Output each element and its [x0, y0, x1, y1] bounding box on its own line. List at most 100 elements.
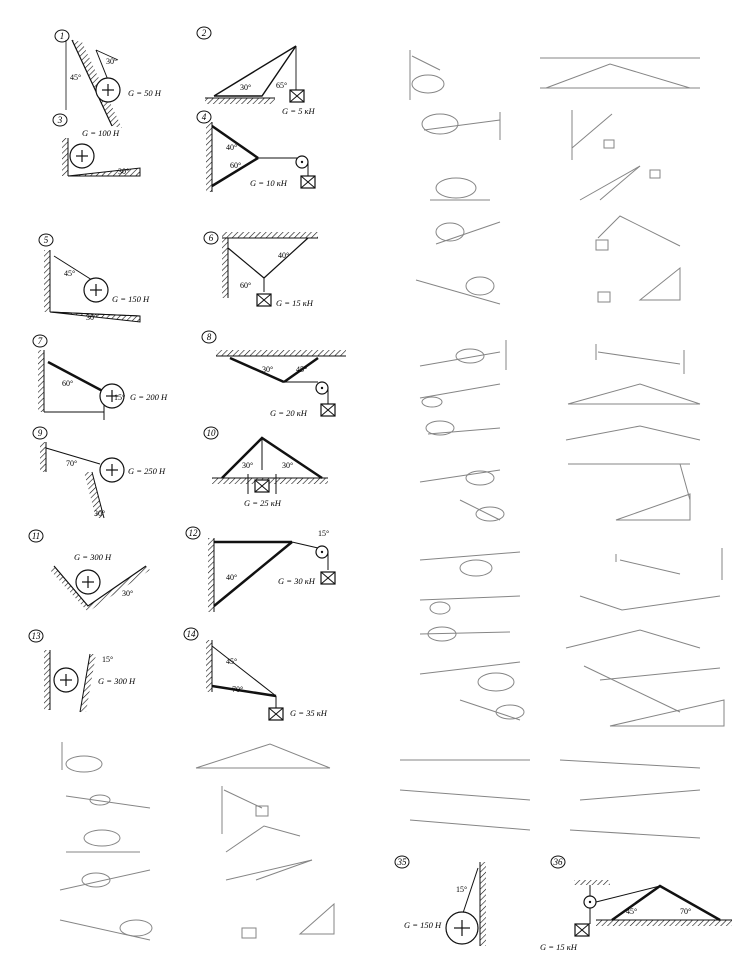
- svg-text:15°: 15°: [102, 655, 113, 664]
- problem-9: 9 70° 30° G = 250 H: [32, 426, 166, 519]
- sketch: [59, 869, 151, 891]
- svg-text:65°: 65°: [276, 81, 287, 90]
- svg-text:60°: 60°: [240, 281, 251, 290]
- svg-text:6: 6: [209, 233, 214, 243]
- sketch: [609, 699, 725, 727]
- svg-text:60°: 60°: [62, 379, 73, 388]
- sketch: [221, 786, 269, 834]
- problem-number-circle: [54, 29, 70, 43]
- problem-2: 2 30° 65° G = 5 кН: [196, 26, 315, 116]
- ball: [95, 77, 121, 103]
- sketch: [419, 661, 521, 692]
- problem-4: 4 40° 60° G = 10 кН: [196, 110, 316, 192]
- sketch: [59, 919, 153, 941]
- problem-7: 7 60° 15° G = 200 H: [32, 334, 168, 420]
- sketch: [430, 177, 490, 201]
- svg-text:70°: 70°: [66, 459, 77, 468]
- truss: [213, 45, 297, 97]
- problem-number: 1: [60, 31, 65, 41]
- svg-text:G = 150 H: G = 150 H: [112, 294, 150, 304]
- sketch: [559, 759, 701, 839]
- svg-text:G = 30 кН: G = 30 кН: [278, 576, 316, 586]
- sketch: [615, 548, 723, 580]
- sketch: [241, 902, 335, 939]
- sketch: [195, 743, 331, 769]
- sketch: [459, 699, 525, 721]
- svg-text:70°: 70°: [680, 907, 691, 916]
- svg-text:G = 200 H: G = 200 H: [130, 392, 168, 402]
- sketch: [595, 215, 681, 251]
- sketch: [565, 629, 701, 649]
- svg-text:30°: 30°: [118, 167, 129, 176]
- sketch: [65, 794, 151, 809]
- sketch: [571, 110, 615, 160]
- svg-text:G = 15 кН: G = 15 кН: [540, 942, 578, 952]
- sketch: [419, 551, 521, 577]
- sketch: [579, 165, 661, 201]
- problem-3: 3 G = 100 H 30°: [52, 113, 141, 177]
- ground: [205, 98, 275, 104]
- problem-number: 2: [202, 28, 207, 38]
- problem-14: 14 45° 70° G = 35 кН: [183, 627, 328, 721]
- svg-text:G = 20 кН: G = 20 кН: [270, 408, 308, 418]
- svg-text:30°: 30°: [94, 509, 105, 518]
- sketch: [567, 383, 701, 405]
- sketch: [419, 383, 501, 408]
- sketch: [66, 829, 140, 853]
- sketch: [540, 57, 700, 89]
- problem-8: 8 30° 45° G = 20 кН: [201, 330, 346, 418]
- sketch-right-top: [409, 50, 445, 100]
- sketch: [419, 626, 511, 642]
- svg-text:30°: 30°: [122, 589, 133, 598]
- svg-text:7: 7: [38, 336, 43, 346]
- svg-text:15°: 15°: [114, 393, 125, 402]
- sketch: [421, 112, 501, 140]
- svg-text:45°: 45°: [226, 657, 237, 666]
- svg-text:8: 8: [207, 332, 212, 342]
- sketch: [225, 825, 301, 853]
- problem-12: 12 15° 40° G = 30 кН: [185, 526, 336, 612]
- sketch: [425, 420, 501, 436]
- svg-text:9: 9: [38, 428, 43, 438]
- svg-text:15°: 15°: [318, 529, 329, 538]
- svg-text:60°: 60°: [230, 161, 241, 170]
- sketch: [583, 665, 721, 713]
- angle-label: 30°: [106, 57, 117, 66]
- sketch: [435, 221, 501, 245]
- sketch: [419, 469, 501, 486]
- svg-text:11: 11: [32, 531, 40, 541]
- sketch: [597, 266, 681, 303]
- problem-1: 1 30° 45° G = 50 H: [54, 29, 162, 128]
- sketch: [568, 463, 691, 501]
- problem-6: 6 40° 60° G = 15 кН: [203, 231, 318, 308]
- svg-text:G = 250 H: G = 250 H: [128, 466, 166, 476]
- svg-text:14: 14: [187, 629, 197, 639]
- svg-text:30°: 30°: [242, 461, 253, 470]
- svg-text:70°: 70°: [232, 685, 243, 694]
- svg-text:G = 150 H: G = 150 H: [404, 920, 442, 930]
- svg-text:G = 300 H: G = 300 H: [98, 676, 136, 686]
- svg-text:3: 3: [57, 115, 63, 125]
- svg-text:5: 5: [44, 235, 49, 245]
- svg-text:45°: 45°: [64, 269, 75, 278]
- svg-text:G = 35 кН: G = 35 кН: [290, 708, 328, 718]
- problem-5: 5 45° 30° G = 150 H: [38, 233, 150, 323]
- svg-text:G = 100 H: G = 100 H: [82, 128, 120, 138]
- problem-35: 35 15° G = 150 H: [394, 855, 486, 946]
- svg-text:40°: 40°: [226, 143, 237, 152]
- svg-text:G = 5 кН: G = 5 кН: [282, 106, 315, 116]
- svg-text:40°: 40°: [226, 573, 237, 582]
- problem-36: 36 45° 70° G = 15 кН: [540, 855, 732, 952]
- sketch: [615, 493, 691, 521]
- svg-text:45°: 45°: [626, 907, 637, 916]
- sketch: [565, 425, 701, 441]
- svg-text:10: 10: [207, 428, 217, 438]
- svg-text:G = 15 кН: G = 15 кН: [276, 298, 314, 308]
- svg-text:45°: 45°: [296, 365, 307, 374]
- svg-text:30°: 30°: [86, 313, 97, 322]
- problem-11: 11 G = 300 H 30°: [28, 529, 150, 612]
- sketch: [459, 499, 505, 522]
- sketch: [579, 595, 721, 611]
- svg-text:30°: 30°: [262, 365, 273, 374]
